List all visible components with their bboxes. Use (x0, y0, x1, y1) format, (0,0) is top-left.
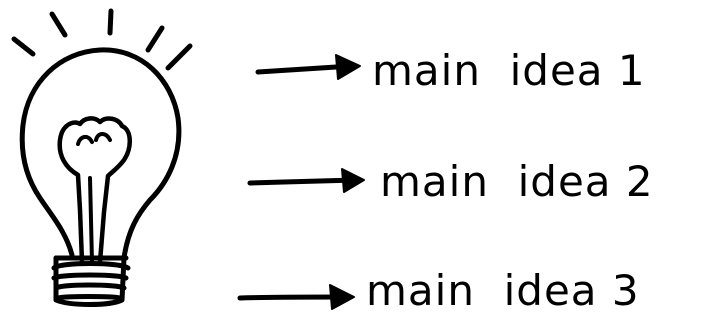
arrow-3 (237, 284, 355, 310)
bulb-glass (19, 47, 182, 261)
light-rays (11, 8, 193, 71)
bulb-filament (57, 116, 132, 265)
arrow-2 (247, 168, 365, 193)
bulb-base (51, 255, 131, 307)
lightbulb-icon (11, 8, 193, 307)
main-idea-3-label: main idea 3 (366, 266, 640, 315)
arrow-1 (255, 54, 361, 80)
main-idea-2-label: main idea 2 (380, 157, 654, 206)
main-idea-1-label: main idea 1 (372, 46, 646, 95)
